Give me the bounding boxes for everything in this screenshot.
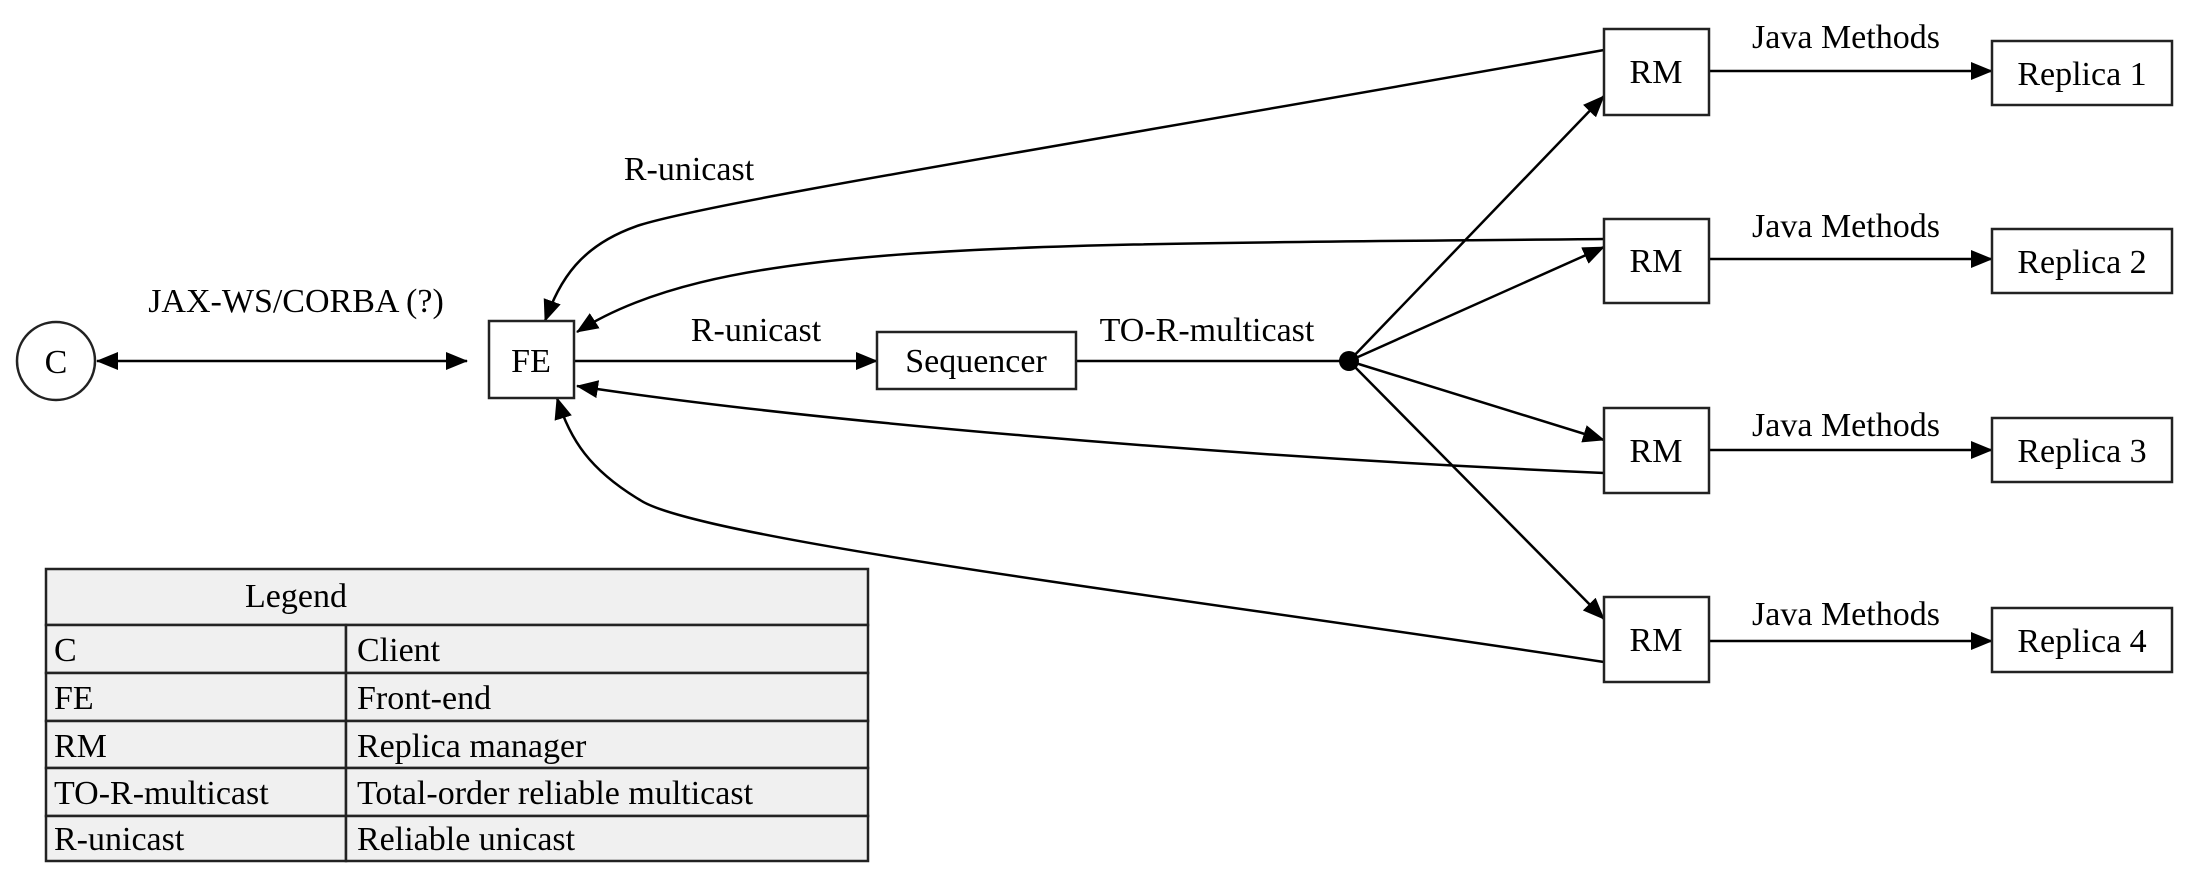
edge-multicast-rm1 [1348,95,1605,362]
node-replica-3: Replica 3 [1990,416,2174,484]
node-front-end: FE [487,319,576,400]
legend-meaning: Front-end [357,680,491,717]
legend-row: TO-R-multicast Total-order reliable mult… [44,766,870,818]
label-rm4-replica4: Java Methods [1752,596,1940,633]
edge-rm3-fe [576,380,1605,475]
legend-meaning: Total-order reliable multicast [357,775,754,812]
replica-label: Replica 1 [2017,56,2146,93]
edge-rm1-fe [543,48,1605,322]
label-rm2-replica2: Java Methods [1752,208,1940,245]
edge-labels: JAX-WS/CORBA (?) R-unicast TO-R-multicas… [148,19,1940,633]
node-rm-4: RM [1602,595,1711,684]
front-end-label: FE [511,343,551,380]
node-replica-2: Replica 2 [1990,227,2174,295]
client-label: C [45,344,68,381]
node-replica-1: Replica 1 [1990,39,2174,107]
legend-row: R-unicast Reliable unicast [44,814,870,863]
replica-label: Replica 2 [2017,244,2146,281]
edges [96,48,1993,664]
edge-rm4-fe [554,397,1605,664]
label-rm-fe: R-unicast [624,151,755,188]
node-sequencer: Sequencer [875,330,1078,391]
label-rm1-replica1: Java Methods [1752,19,1940,56]
legend-abbr: C [54,632,77,669]
sequencer-label: Sequencer [905,343,1047,380]
node-rm-3: RM [1602,406,1711,495]
rm-label: RM [1630,622,1683,659]
rm-label: RM [1630,433,1683,470]
legend-row: C Client [44,623,870,675]
edge-rm2-fe [576,237,1605,334]
rm-label: RM [1630,54,1683,91]
legend-row: FE Front-end [44,671,870,723]
edge-multicast-rm3 [1348,359,1605,443]
legend-title: Legend [245,578,347,615]
edge-multicast-rm2 [1348,245,1605,363]
legend-meaning: Client [357,632,441,669]
replica-label: Replica 3 [2017,433,2146,470]
legend-abbr: TO-R-multicast [54,775,269,812]
label-fe-sequencer: R-unicast [691,312,822,349]
legend-table: Legend C Client FE Front-end RM Replica … [44,567,870,863]
label-rm3-replica3: Java Methods [1752,407,1940,444]
legend-meaning: Replica manager [357,728,587,765]
rm-label: RM [1630,243,1683,280]
legend-abbr: RM [54,728,107,765]
edge-multicast-rm4 [1348,360,1605,620]
legend-abbr: R-unicast [54,821,185,858]
node-rm-1: RM [1602,27,1711,117]
label-sequencer-multicast: TO-R-multicast [1100,312,1315,349]
node-replica-4: Replica 4 [1990,606,2174,674]
label-client-fe: JAX-WS/CORBA (?) [148,283,444,320]
replica-label: Replica 4 [2017,623,2146,660]
legend-meaning: Reliable unicast [357,821,576,858]
legend-abbr: FE [54,680,94,717]
node-client: C [15,320,97,402]
legend-row: RM Replica manager [44,719,870,770]
node-rm-2: RM [1602,217,1711,305]
